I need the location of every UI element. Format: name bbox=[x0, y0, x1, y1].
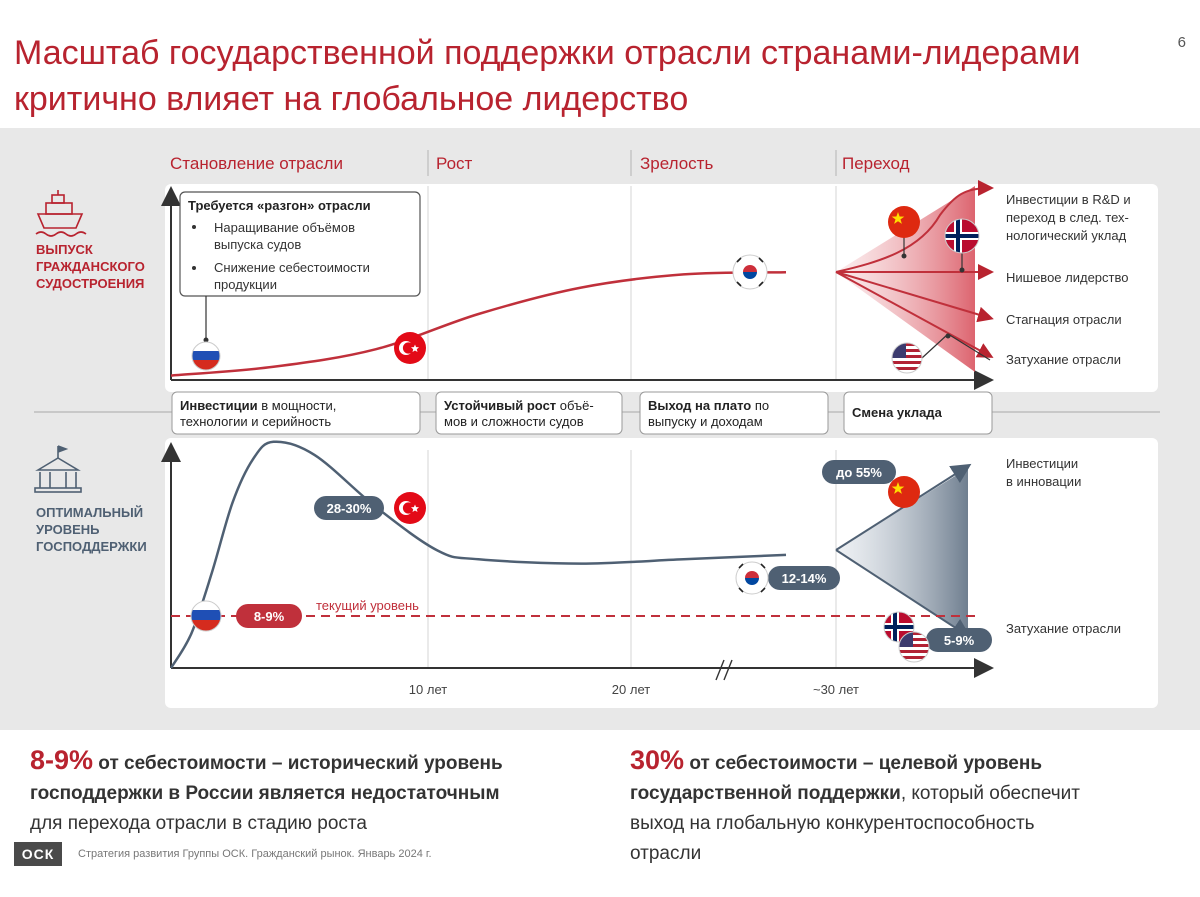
source-note: Стратегия развития Группы ОСК. Гражданск… bbox=[78, 848, 432, 860]
badge-decline: 5-9% bbox=[926, 628, 992, 652]
footer-right-line1: от себестоимости – целевой уровень bbox=[684, 753, 1043, 774]
phase-label-formation: Становление отрасли bbox=[170, 154, 343, 173]
svg-text:12-14%: 12-14% bbox=[782, 571, 827, 586]
axis-break bbox=[715, 659, 733, 681]
page-number: 6 bbox=[1177, 34, 1186, 51]
flag-russia-bottom-icon bbox=[190, 600, 222, 632]
phase-note-formation: Инвестиции в мощности, технологии и сери… bbox=[171, 391, 421, 435]
x-tick-20: 20 лет bbox=[612, 682, 650, 697]
flag-korea-top-icon bbox=[732, 254, 768, 290]
outcome-niche: Нишевое лидерство bbox=[1006, 270, 1128, 285]
phase-label-transition: Переход bbox=[842, 154, 910, 173]
flag-turkey-bottom-icon bbox=[394, 492, 426, 524]
svg-text:28-30%: 28-30% bbox=[327, 501, 372, 516]
svg-text:5-9%: 5-9% bbox=[944, 633, 975, 648]
svg-text:Смена уклада: Смена уклада bbox=[852, 405, 943, 420]
flag-china-top-icon bbox=[888, 206, 920, 259]
flag-norway-top-icon bbox=[944, 218, 980, 273]
bottom-branch-lines bbox=[835, 463, 972, 639]
outcome-decline-bottom: Затухание отрасли bbox=[1006, 621, 1121, 636]
footer-right-line3: выход на глобальную конкурентоспособност… bbox=[630, 813, 1035, 834]
page-title: Масштаб государственной поддержки отрасл… bbox=[14, 34, 1081, 118]
bottom-side-label: ОПТИМАЛЬНЫЙ УРОВЕНЬ ГОСПОДДЕРЖКИ bbox=[36, 505, 147, 554]
flag-usa-bottom-icon bbox=[898, 631, 930, 663]
badge-current: 8-9% bbox=[236, 604, 302, 628]
top-side-label: ВЫПУСК ГРАЖДАНСКОГО СУДОСТРОЕНИЯ bbox=[36, 242, 148, 291]
lifecycle-chart: Становление отрасли Рост Зрелость Перехо… bbox=[34, 150, 1160, 708]
svg-text:технологии и серийность: технологии и серийность bbox=[180, 414, 331, 429]
badge-turkey: 28-30% bbox=[314, 496, 384, 520]
footer bbox=[0, 730, 1200, 897]
svg-text:8-9%: 8-9% bbox=[254, 609, 285, 624]
outcome-stagnation: Стагнация отрасли bbox=[1006, 312, 1122, 327]
ship-icon bbox=[35, 190, 87, 237]
x-tick-10: 10 лет bbox=[409, 682, 447, 697]
footer-right-value: 30% bbox=[630, 745, 685, 775]
footer-note-right: 30% от себестоимости – целевой уровень г… bbox=[630, 745, 1190, 869]
svg-text:мов и сложности судов: мов и сложности судов bbox=[444, 414, 584, 429]
footer-right-line2-rest: , который обеспечит bbox=[900, 783, 1080, 804]
vertical-gridlines bbox=[427, 186, 837, 668]
phase-note-maturity: Выход на плато по выпуску и доходам bbox=[639, 391, 829, 435]
svg-text:Выход на плато по: Выход на плато по bbox=[648, 398, 769, 413]
footer-right-line2: государственной поддержки bbox=[630, 783, 901, 804]
phase-note-growth: Устойчивый рост объё- мов и сложности су… bbox=[435, 391, 623, 435]
top-fan-area bbox=[836, 186, 975, 372]
phase-label-maturity: Зрелость bbox=[640, 154, 713, 173]
footer-right-line4: отрасли bbox=[630, 843, 702, 864]
top-branch-lines bbox=[835, 180, 994, 358]
phase-dividers bbox=[427, 150, 837, 176]
badge-china: до 55% bbox=[822, 460, 896, 484]
flag-russia-top-icon bbox=[191, 341, 221, 371]
top-series-line bbox=[170, 270, 787, 377]
footer-left-line1: от себестоимости – исторический уровень bbox=[93, 753, 503, 774]
bottom-series-line bbox=[169, 440, 787, 669]
bottom-axes bbox=[161, 442, 994, 678]
acceleration-callout: Требуется «разгон» отрасли Наращивание о… bbox=[179, 191, 421, 343]
svg-text:выпуску и доходам: выпуску и доходам bbox=[648, 414, 763, 429]
svg-text:Инвестиции в мощности,: Инвестиции в мощности, bbox=[180, 398, 336, 413]
outcome-decline-top: Затухание отрасли bbox=[1006, 352, 1121, 367]
current-level-label: текущий уровень bbox=[316, 598, 419, 613]
top-axes bbox=[161, 186, 994, 390]
bottom-fan-area bbox=[836, 468, 968, 636]
footer-note-left: 8-9% от себестоимости – исторический уро… bbox=[30, 745, 590, 839]
flag-china-bottom-icon bbox=[888, 476, 920, 508]
footer-left-value: 8-9% bbox=[30, 745, 94, 775]
footer-left-line2: господдержки в России является недостато… bbox=[30, 783, 500, 804]
svg-text:Требуется «разгон» отрасли: Требуется «разгон» отрасли bbox=[188, 198, 371, 213]
phase-label-growth: Рост bbox=[436, 154, 473, 173]
phase-note-transition: Смена уклада bbox=[843, 391, 993, 435]
phase-notes: Инвестиции в мощности, технологии и сери… bbox=[171, 391, 993, 435]
svg-text:до 55%: до 55% bbox=[836, 465, 882, 480]
flag-korea-bottom-icon bbox=[735, 561, 769, 595]
flag-turkey-top-icon bbox=[394, 332, 426, 364]
x-tick-labels: 10 лет 20 лет ~30 лет bbox=[409, 682, 859, 697]
footer-left-line3: для перехода отрасли в стадию роста bbox=[30, 813, 367, 834]
badge-korea: 12-14% bbox=[768, 566, 840, 590]
svg-text:Устойчивый рост объё-: Устойчивый рост объё- bbox=[444, 398, 594, 413]
government-building-icon bbox=[34, 445, 82, 493]
x-tick-30: ~30 лет bbox=[813, 682, 859, 697]
osk-logo: ОСК bbox=[14, 842, 62, 866]
